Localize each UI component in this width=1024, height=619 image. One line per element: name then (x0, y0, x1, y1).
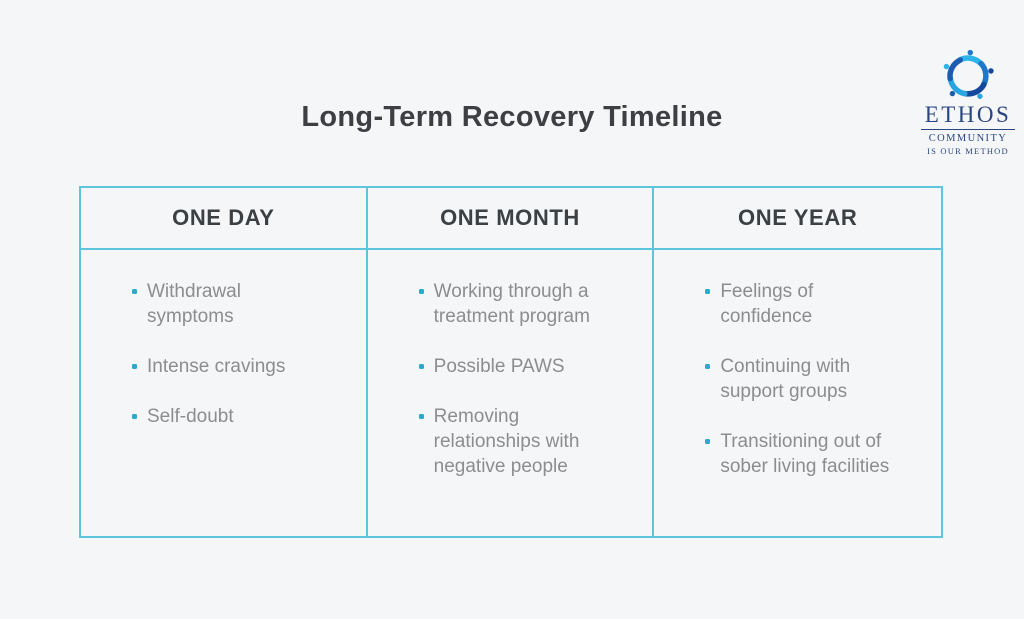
one-month-list: Working through a treatment program Poss… (418, 279, 637, 479)
one-year-list: Feelings of confidence Continuing with s… (704, 279, 925, 479)
list-item: Withdrawal symptoms (131, 279, 329, 329)
list-item: Self-doubt (131, 404, 329, 429)
column-body-one-day: Withdrawal symptoms Intense cravings Sel… (81, 250, 368, 536)
page-title: Long-Term Recovery Timeline (301, 101, 723, 133)
logo-tagline-line2: IS OUR METHOD (927, 145, 1009, 156)
list-item: Feelings of confidence (704, 279, 902, 329)
column-body-one-month: Working through a treatment program Poss… (368, 250, 655, 536)
list-item: Intense cravings (131, 354, 329, 379)
circle-of-people-icon (943, 50, 994, 99)
list-item: Working through a treatment program (418, 279, 616, 329)
column-header-one-month: ONE MONTH (367, 188, 655, 250)
timeline-table: ONE DAY ONE MONTH ONE YEAR Withdrawal sy… (79, 186, 943, 538)
list-item: Continuing with support groups (704, 354, 902, 404)
logo-divider (921, 129, 1015, 131)
list-item: Transitioning out of sober living facili… (704, 429, 902, 479)
ethos-logo: ETHOS COMMUNITY IS OUR METHOD (916, 50, 1020, 156)
column-header-one-year: ONE YEAR (654, 188, 941, 250)
list-item: Possible PAWS (418, 354, 616, 379)
column-body-one-year: Feelings of confidence Continuing with s… (654, 250, 941, 536)
one-day-list: Withdrawal symptoms Intense cravings Sel… (131, 279, 350, 429)
list-item: Removing relationships with negative peo… (418, 404, 616, 479)
logo-wordmark: ETHOS (924, 102, 1012, 127)
column-header-one-day: ONE DAY (81, 188, 368, 250)
logo-tagline-line1: COMMUNITY (928, 133, 1008, 145)
